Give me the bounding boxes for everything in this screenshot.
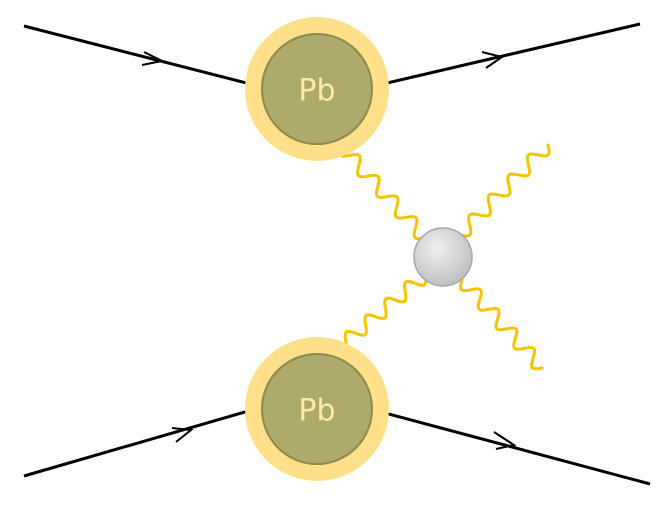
top-incoming-arrow-icon [141, 51, 166, 66]
top-incoming-line [23, 24, 263, 89]
photon-top-incoming [337, 143, 427, 241]
photon-outgoing-upper [458, 143, 551, 238]
photon-outgoing-lower [459, 278, 544, 371]
top-outgoing-line [369, 22, 641, 89]
top-nucleus-core [261, 33, 373, 145]
top-nucleus-label: Pb [298, 74, 335, 109]
bottom-nucleus-label: Pb [298, 394, 335, 429]
bottom-outgoing-arrow-icon [493, 431, 517, 450]
bottom-nucleus: Pb [245, 337, 389, 481]
top-nucleus: Pb [245, 17, 389, 161]
bottom-incoming-arrow-icon [171, 427, 194, 443]
interaction-vertex-blob [413, 227, 473, 287]
photon-bottom-incoming [334, 273, 428, 354]
top-outgoing-arrow-icon [481, 51, 505, 69]
bottom-nucleus-core [261, 353, 373, 465]
bottom-incoming-line [23, 405, 263, 478]
